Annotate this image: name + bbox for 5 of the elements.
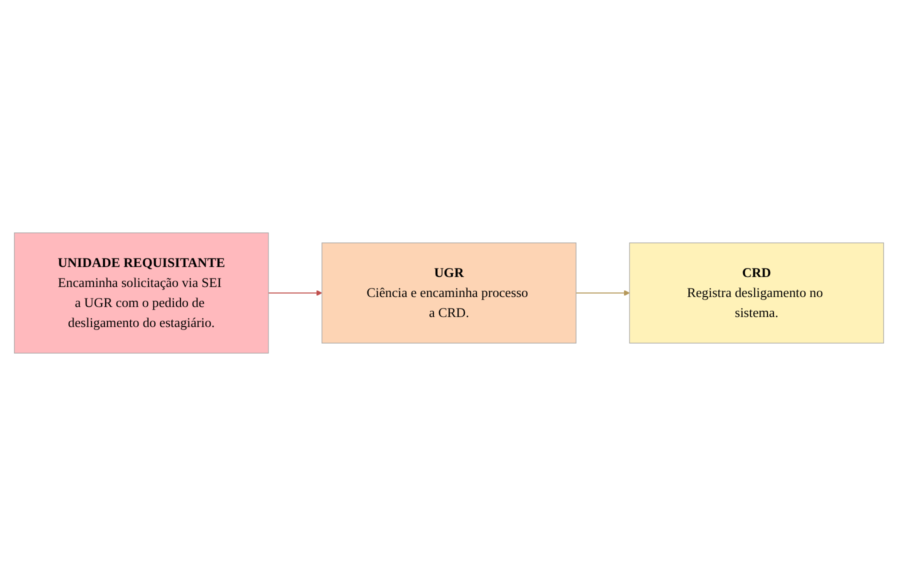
node-box: CRD Registra desligamento no sistema. [629,242,884,343]
node-box: UNIDADE REQUISITANTE Encaminha solicitação via SEI a UGR com o pedido de desligamento do estagiário. [14,232,269,354]
arrow [576,290,630,296]
arrow [268,290,322,296]
node-box: UGR Ciência e encaminha processo a CRD. [322,242,576,343]
